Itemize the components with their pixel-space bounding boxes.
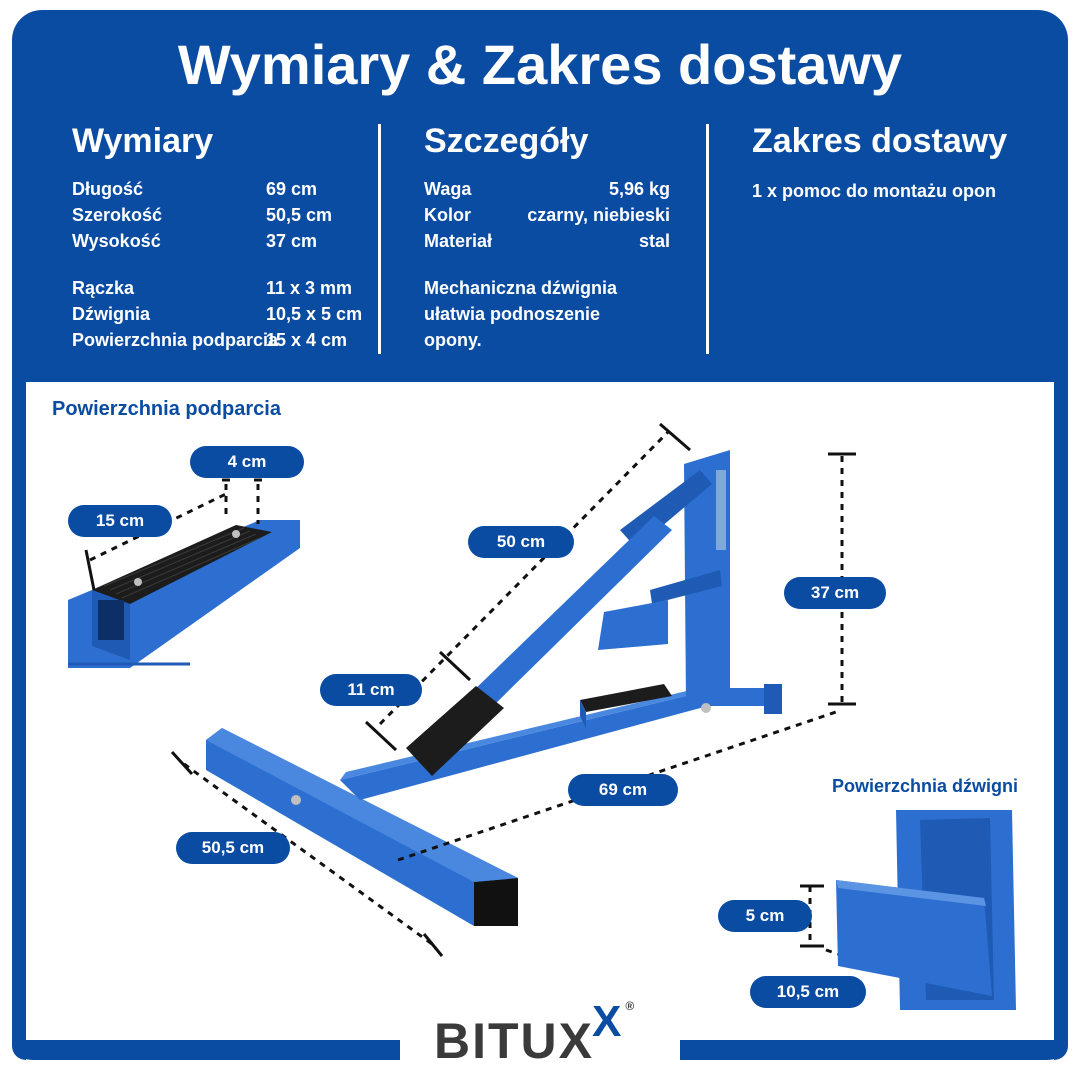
tire-tool xyxy=(206,450,782,926)
szczegoly-desc-2: opony. xyxy=(424,330,482,350)
wymiary-value-1: 50,5 cm xyxy=(266,205,333,225)
zakres-heading: Zakres dostawy xyxy=(752,122,1008,160)
brand-name: BITUX xyxy=(434,1013,594,1069)
support-title: Powierzchnia podparcia xyxy=(52,398,281,420)
wymiary-value-4: 10,5 x 5 cm xyxy=(266,304,363,324)
wymiary-label-5: Powierzchnia podparcia xyxy=(72,330,279,350)
frame-left xyxy=(12,370,26,1060)
szczegoly-value-0: 5,96 kg xyxy=(608,179,670,199)
wymiary-value-5: 15 x 4 cm xyxy=(266,330,348,350)
szczegoly-label-0: Waga xyxy=(424,179,472,199)
label-lever-h: 5 cm xyxy=(718,900,812,932)
wymiary-label-3: Rączka xyxy=(72,278,135,298)
wymiary-label-2: Wysokość xyxy=(72,231,161,251)
frame-bottom-right xyxy=(680,1040,1068,1060)
wymiary-label-1: Szerokość xyxy=(72,205,163,225)
frame-right xyxy=(1054,370,1068,1060)
brand-reg: ® xyxy=(625,999,637,1013)
frame-bottom-left xyxy=(12,1040,400,1060)
wymiary-value-3: 11 x 3 mm xyxy=(266,278,353,298)
label-width: 50,5 cm xyxy=(176,832,290,864)
szczegoly-value-2: stal xyxy=(638,231,670,251)
wymiary-label-4: Dźwignia xyxy=(72,304,151,324)
szczegoly-desc-1: ułatwia podnoszenie xyxy=(424,304,601,324)
label-lever-length: 50 cm xyxy=(468,526,574,558)
szczegoly-label-1: Kolor xyxy=(424,205,471,225)
szczegoly-desc-0: Mechaniczna dźwignia xyxy=(424,278,618,298)
label-length: 69 cm xyxy=(568,774,678,806)
wymiary-value-0: 69 cm xyxy=(266,179,318,199)
zakres-item: 1 x pomoc do montażu opon xyxy=(752,181,996,201)
divider-1 xyxy=(378,124,381,354)
label-support-length: 15 cm xyxy=(68,505,172,537)
wymiary-heading: Wymiary xyxy=(72,122,214,160)
szczegoly-label-2: Materiał xyxy=(424,231,493,251)
lever-title: Powierzchnia dźwigni xyxy=(832,776,1019,796)
label-support-width: 4 cm xyxy=(190,446,304,478)
divider-2 xyxy=(706,124,709,354)
szczegoly-value-1: czarny, niebieski xyxy=(527,205,670,225)
szczegoly-heading: Szczegóły xyxy=(424,122,589,160)
label-height: 37 cm xyxy=(784,577,886,609)
label-lever-w: 10,5 cm xyxy=(750,976,866,1008)
page-title: Wymiary & Zakres dostawy xyxy=(177,33,903,96)
header-panel xyxy=(12,10,1068,382)
label-handle: 11 cm xyxy=(320,674,422,706)
brand-mark: X xyxy=(592,997,624,1046)
lever-closeup xyxy=(836,810,1016,1010)
support-closeup xyxy=(68,520,300,668)
wymiary-label-0: Długość xyxy=(72,179,144,199)
wymiary-value-2: 37 cm xyxy=(266,231,318,251)
brand-logo: BITUXX® xyxy=(434,997,636,1070)
